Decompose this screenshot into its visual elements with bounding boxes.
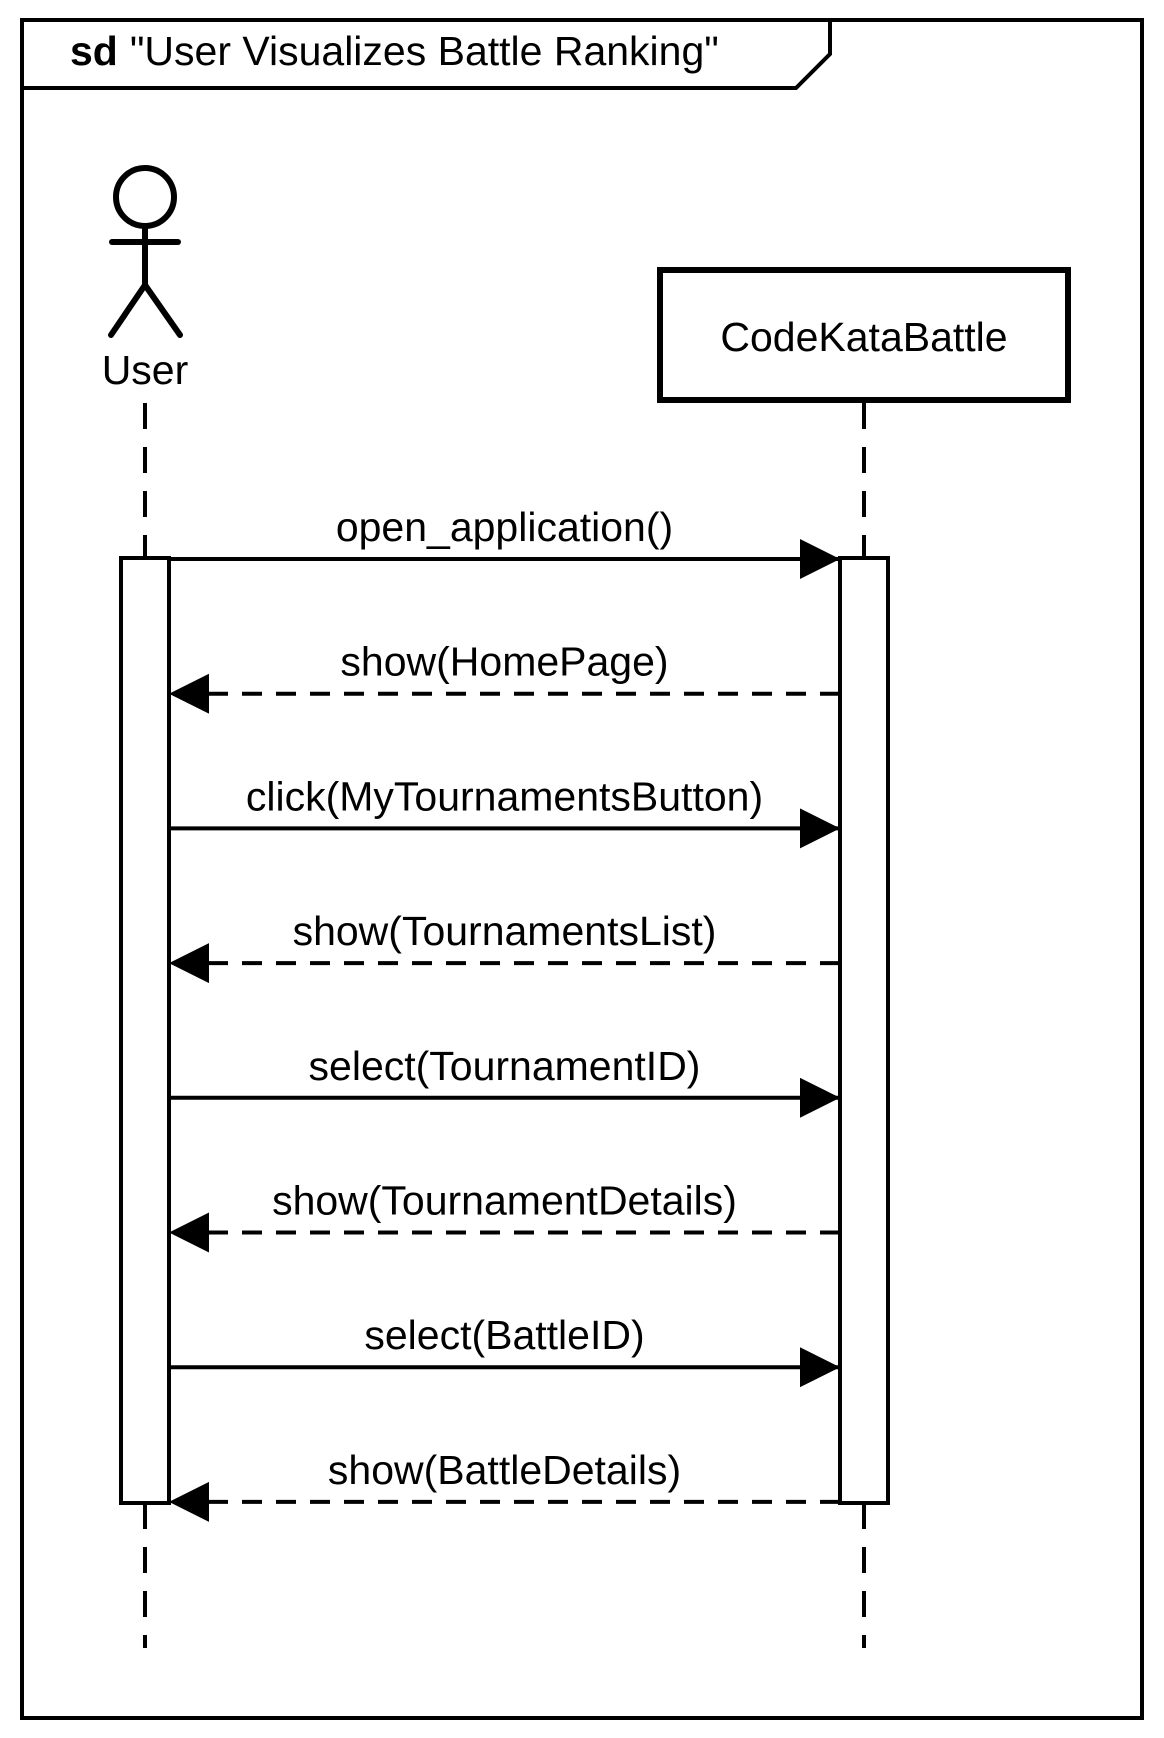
message-label: show(BattleDetails)	[328, 1447, 681, 1493]
messages: open_application() show(HomePage) click(My…	[169, 504, 840, 1522]
message-label: show(HomePage)	[340, 639, 668, 685]
diagram-frame	[20, 18, 1144, 1720]
frame-title: sd "User Visualizes Battle Ranking"	[70, 28, 719, 74]
system-activation-bar	[838, 556, 890, 1505]
frame-title-tab	[22, 20, 832, 90]
message-label: show(TournamentsList)	[293, 908, 717, 954]
message-label: select(TournamentID)	[309, 1043, 701, 1089]
stick-figure-icon	[108, 165, 183, 338]
message-label: select(BattleID)	[364, 1312, 644, 1358]
message-label: show(TournamentDetails)	[272, 1178, 737, 1224]
actor-label: User	[102, 347, 189, 393]
participant-box	[657, 267, 1071, 403]
frame-keyword: sd	[70, 28, 118, 74]
participant-label: CodeKataBattle	[720, 314, 1007, 360]
message-label: open_application()	[336, 504, 673, 550]
message-label: click(MyTournamentsButton)	[246, 773, 763, 819]
user-activation-bar	[119, 556, 171, 1505]
frame-title-text: "User Visualizes Battle Ranking"	[130, 28, 719, 74]
